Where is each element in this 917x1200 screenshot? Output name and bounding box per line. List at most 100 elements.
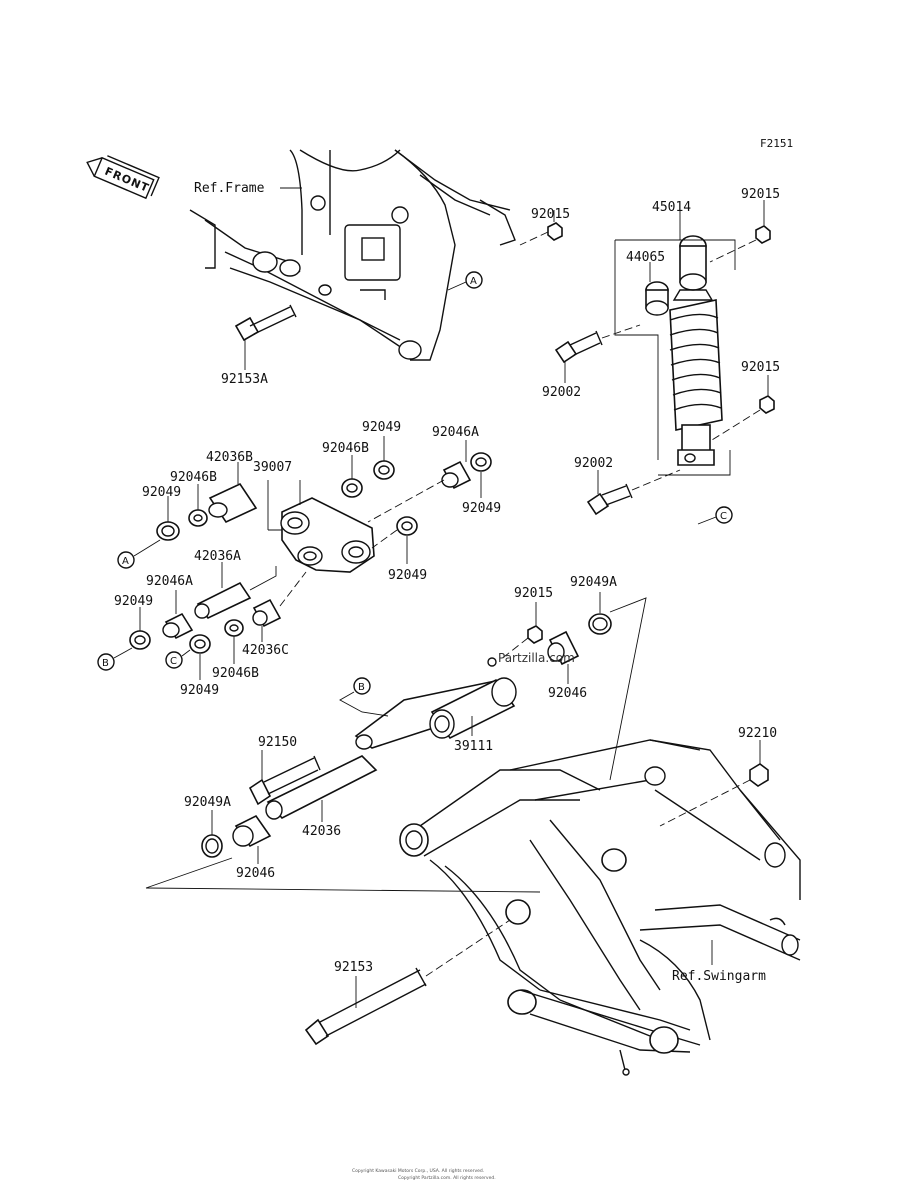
svg-text:A: A — [470, 276, 477, 287]
callout-c-left: C — [165, 649, 191, 669]
label-92049-top: 92049 — [362, 420, 401, 435]
label-92049-left-b: 92049 — [114, 594, 153, 609]
nut-92015-top — [547, 222, 563, 241]
svg-text:A: A — [122, 556, 129, 567]
seal-92049-left-b — [129, 630, 151, 650]
copyright-line-2: Copyright Partzilla.com. All rights rese… — [398, 1175, 496, 1181]
dash-92015-shock-low — [711, 409, 761, 441]
label-92046A-top: 92046A — [432, 425, 479, 440]
bushing-92046A-top — [441, 460, 472, 490]
dash-92002-low — [631, 469, 681, 491]
watermark: Partzilla.com — [498, 651, 575, 665]
seal-92049-top — [373, 460, 395, 480]
label-92046A-left: 92046A — [146, 574, 193, 589]
bracket-45014-left — [614, 240, 659, 460]
label-92046B-left: 92046B — [170, 470, 217, 485]
seal-92049-right — [470, 452, 492, 472]
label-92046-mid: 92046 — [548, 686, 587, 701]
bearing-92046-low — [232, 814, 272, 848]
svg-text:C: C — [170, 656, 177, 667]
guide-line-left-2 — [145, 887, 541, 893]
frame-drawing — [189, 149, 516, 361]
callout-b-left: B — [97, 647, 133, 671]
callout-a-left: A — [117, 539, 161, 569]
ref-frame-label: Ref.Frame — [194, 181, 265, 196]
dash-92015-top — [519, 231, 549, 246]
bolt-92150 — [248, 755, 321, 806]
dash-92153 — [425, 919, 511, 977]
label-92049-left-a: 92049 — [142, 485, 181, 500]
bolt-92002-top — [554, 330, 603, 364]
seal-92049A-low — [201, 834, 223, 858]
label-92150: 92150 — [258, 735, 297, 750]
guide-line-left-1 — [145, 857, 233, 889]
bushing-92046A-left — [162, 612, 194, 640]
label-45014: 45014 — [652, 200, 691, 215]
nut-92015-shock-low — [759, 395, 775, 414]
label-92049-right: 92049 — [462, 501, 501, 516]
dash-42036C — [279, 571, 307, 607]
callout-a-frame: A — [447, 271, 483, 291]
bearing-92046B-left — [188, 509, 208, 527]
bracket-45014-top — [615, 239, 736, 270]
bolt-92153 — [304, 967, 427, 1046]
label-39111: 39111 — [454, 739, 493, 754]
collar-42036 — [265, 755, 378, 820]
label-92049-c: 92049 — [180, 683, 219, 698]
collar-42036B — [208, 482, 258, 524]
label-92015-shock-low: 92015 — [741, 360, 780, 375]
spacer-44065 — [645, 281, 669, 316]
svg-text:B: B — [358, 682, 365, 693]
bolt-92002-low — [586, 483, 633, 516]
bolt-92153A — [234, 304, 297, 342]
dash-92015-shock-top — [709, 239, 757, 263]
label-39007: 39007 — [253, 460, 292, 475]
collar-42036C — [252, 598, 282, 628]
label-92153A: 92153A — [221, 372, 268, 387]
callout-c-shock: C — [697, 506, 733, 525]
label-92049A-top: 92049A — [570, 575, 617, 590]
seal-92049-left-a — [156, 521, 180, 541]
label-92015-shock-top: 92015 — [741, 187, 780, 202]
label-92046-low: 92046 — [236, 866, 275, 881]
front-arrow-icon: FRONT — [86, 155, 160, 200]
label-92210: 92210 — [738, 726, 777, 741]
label-92153: 92153 — [334, 960, 373, 975]
bracket-39007 — [267, 480, 282, 531]
dash-92002-top — [601, 324, 641, 339]
bracket-42036A — [249, 566, 277, 591]
callout-b-center: B — [339, 677, 389, 717]
bearing-92046-mid — [547, 630, 580, 666]
watermark-icon — [487, 657, 497, 667]
bearing-92046B-low — [224, 619, 244, 637]
swingarm-drawing — [399, 739, 801, 1076]
label-42036A: 42036A — [194, 549, 241, 564]
ref-swingarm-label: Ref.Swingarm — [672, 969, 766, 984]
dash-92049-center — [371, 529, 398, 549]
nut-92210 — [749, 763, 769, 787]
figure-code: F2151 — [760, 137, 793, 150]
seal-92049A-top — [588, 613, 612, 635]
dash-92015-mid — [499, 637, 529, 661]
dash-92210 — [659, 779, 751, 827]
label-42036B: 42036B — [206, 450, 253, 465]
label-92049A-low: 92049A — [184, 795, 231, 810]
seal-92049-center — [396, 516, 418, 536]
rocker-arm-39007 — [280, 497, 375, 573]
label-92049-center: 92049 — [388, 568, 427, 583]
label-42036C: 42036C — [242, 643, 289, 658]
label-92046B-low: 92046B — [212, 666, 259, 681]
copyright-line-1: Copyright Kawasaki Motors Corp., USA. Al… — [352, 1168, 484, 1174]
nut-92015-shock-top — [755, 225, 771, 244]
label-92015-top: 92015 — [531, 207, 570, 222]
label-44065: 44065 — [626, 250, 665, 265]
label-92002-top: 92002 — [542, 385, 581, 400]
label-92002-low: 92002 — [574, 456, 613, 471]
shock-absorber — [669, 235, 723, 466]
nut-92015-mid — [527, 625, 543, 644]
guide-line-right — [609, 597, 647, 781]
collar-42036A — [194, 581, 252, 620]
label-92046B-mid: 92046B — [322, 441, 369, 456]
svg-text:B: B — [102, 658, 109, 669]
tie-rod-39111 — [354, 677, 517, 750]
